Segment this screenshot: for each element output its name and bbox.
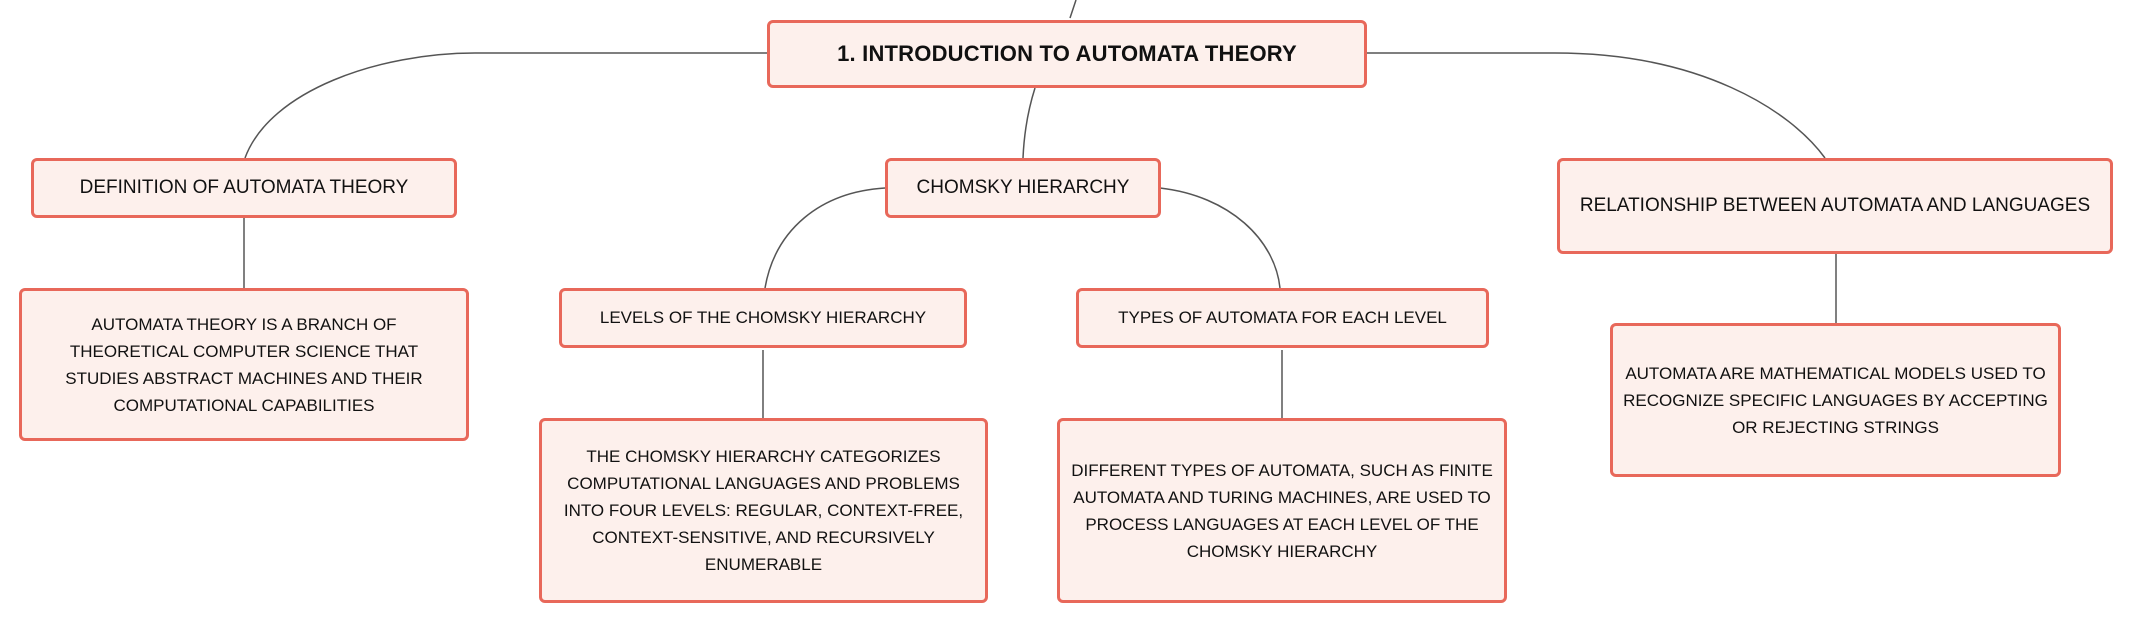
definition-topic-label: DEFINITION OF AUTOMATA THEORY [79, 177, 409, 198]
chomsky-types-detail-node[interactable]: DIFFERENT TYPES OF AUTOMATA, SUCH AS FIN… [1057, 418, 1507, 603]
chomsky-types-label: TYPES OF AUTOMATA FOR EACH LEVEL [1118, 308, 1447, 327]
chomsky-levels-label: LEVELS OF THE CHOMSKY HIERARCHY [599, 308, 927, 327]
root-topic-node[interactable]: 1. INTRODUCTION TO AUTOMATA THEORY [767, 20, 1367, 88]
relationship-detail-node[interactable]: AUTOMATA ARE MATHEMATICAL MODELS USED TO… [1610, 323, 2061, 477]
relationship-topic-label: RELATIONSHIP BETWEEN AUTOMATA AND LANGUA… [1579, 195, 2091, 216]
chomsky-levels-detail-text: THE CHOMSKY HIERARCHY CATEGORIZES COMPUT… [563, 447, 964, 574]
connector-root-chomsky [1022, 87, 1036, 159]
chomsky-topic-label: CHOMSKY HIERARCHY [916, 177, 1130, 198]
root-topic-label: 1. INTRODUCTION TO AUTOMATA THEORY [837, 41, 1297, 66]
connector-chomsky-types [1159, 187, 1281, 289]
connector-root-relationship [1365, 52, 1826, 159]
definition-detail-node[interactable]: AUTOMATA THEORY IS A BRANCH OF THEORETIC… [19, 288, 469, 441]
relationship-detail-text: AUTOMATA ARE MATHEMATICAL MODELS USED TO… [1623, 363, 2048, 437]
chomsky-levels-detail-node[interactable]: THE CHOMSKY HIERARCHY CATEGORIZES COMPUT… [539, 418, 988, 603]
definition-topic-node[interactable]: DEFINITION OF AUTOMATA THEORY [31, 158, 457, 218]
chomsky-levels-node[interactable]: LEVELS OF THE CHOMSKY HIERARCHY [559, 288, 967, 348]
chomsky-types-node[interactable]: TYPES OF AUTOMATA FOR EACH LEVEL [1076, 288, 1489, 348]
connector-root-definition [244, 52, 768, 159]
chomsky-topic-node[interactable]: CHOMSKY HIERARCHY [885, 158, 1161, 218]
definition-detail-text: AUTOMATA THEORY IS A BRANCH OF THEORETIC… [65, 314, 423, 415]
connector-chomsky-levels [764, 187, 886, 289]
connector-root-incoming [1069, 0, 1077, 19]
relationship-topic-node[interactable]: RELATIONSHIP BETWEEN AUTOMATA AND LANGUA… [1557, 158, 2113, 254]
chomsky-types-detail-text: DIFFERENT TYPES OF AUTOMATA, SUCH AS FIN… [1071, 460, 1493, 561]
